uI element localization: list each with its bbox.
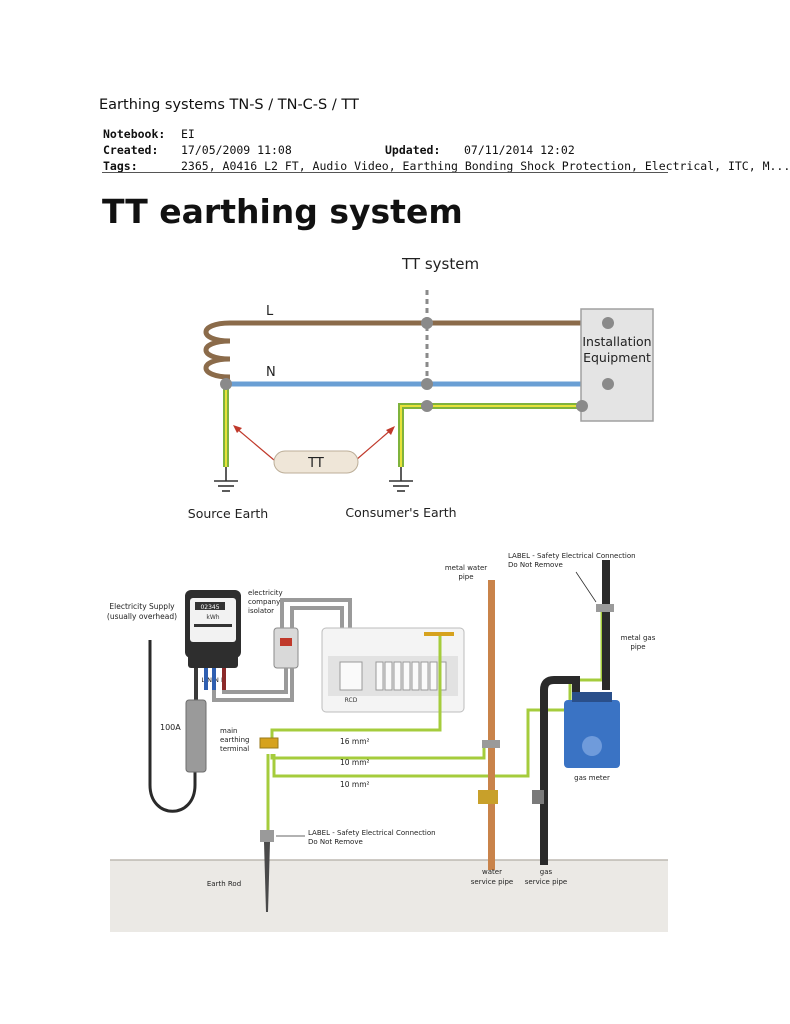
- consumer-earth-label: Consumer's Earth: [345, 505, 456, 520]
- tt-badge: [273, 450, 359, 474]
- gas-service-pipe-shape: [540, 676, 580, 865]
- earth-rod-clamp: [260, 830, 274, 842]
- stopcock: [478, 790, 498, 804]
- earth-bar: [424, 632, 454, 636]
- equipment-label-line1: Installation: [582, 334, 651, 349]
- water-pipe-clamp: [482, 740, 500, 748]
- gas-meter-top: [572, 692, 612, 702]
- document-title: Earthing systems TN-S / TN-C-S / TT: [99, 97, 359, 113]
- arrow-to-source-earth: [235, 427, 275, 461]
- met-label-1: main: [220, 727, 238, 735]
- bonding-conductors: [266, 608, 604, 830]
- tags-label: Tags:: [103, 159, 138, 173]
- installation-equipment-box: [580, 308, 654, 422]
- meta-notebook: Notebook: EI: [103, 127, 195, 141]
- gas-pipe-clamp: [596, 604, 614, 612]
- consumer-earth-conductor-yellow: [400, 405, 582, 467]
- conductor-10a-label: 10 mm²: [340, 758, 370, 767]
- water-service-label-2: service pipe: [471, 878, 513, 886]
- gas-pipe-label-1: metal gas: [621, 634, 656, 642]
- rcd-label: RCD: [345, 697, 358, 704]
- label-top-pointer: [575, 571, 597, 603]
- gas-service-label-2: service pipe: [525, 878, 567, 886]
- rcd-device: [339, 661, 363, 691]
- gas-meter-label: gas meter: [574, 774, 610, 782]
- service-cutout: [185, 699, 207, 773]
- tt-badge-label: TT: [307, 456, 324, 471]
- neutral-label: N: [266, 365, 276, 380]
- water-service-label-1: water: [482, 868, 502, 876]
- page-heading: TT earthing system: [102, 192, 463, 231]
- source-earth-symbol: [214, 467, 238, 492]
- notebook-value[interactable]: EI: [181, 127, 195, 141]
- connection-nodes: [220, 317, 614, 412]
- gas-valve: [532, 790, 544, 804]
- consumer-earth-symbol: [389, 467, 413, 492]
- electricity-supply-label-1: Electricity Supply: [109, 602, 175, 611]
- earth-rod-label: Earth Rod: [207, 880, 241, 888]
- installation-earthing-diagram: Electricity Supply (usually overhead) 02…: [107, 552, 668, 932]
- gas-meter-dial: [582, 736, 602, 756]
- arrow-to-consumer-earth: [355, 428, 393, 461]
- fuse-rating-label: 100A: [160, 723, 181, 732]
- meter-counter: [195, 602, 225, 610]
- equipment-label-line2: Equipment: [583, 350, 651, 365]
- label-bottom-1: LABEL - Safety Electrical Connection: [308, 829, 436, 837]
- electricity-isolator: [273, 627, 299, 669]
- updated-value: 07/11/2014 12:02: [464, 143, 575, 157]
- isolator-label-2: company: [248, 598, 280, 606]
- water-pipe-label-2: pipe: [458, 573, 473, 581]
- water-pipe-label-1: metal water: [445, 564, 487, 572]
- earth-rod: [264, 842, 270, 912]
- metal-gas-pipe: [602, 560, 610, 690]
- meter-dial: [194, 624, 232, 627]
- created-label: Created:: [103, 143, 159, 157]
- line-label: L: [266, 304, 274, 319]
- created-value: 17/05/2009 11:08: [181, 143, 292, 157]
- supply-cable: [148, 640, 197, 813]
- tt-diagram-title: TT system: [401, 255, 479, 273]
- label-bottom-2: Do Not Remove: [308, 838, 363, 846]
- meter-terminal-block: [188, 650, 238, 668]
- gas-pipe-label-2: pipe: [630, 643, 645, 651]
- updated-label: Updated:: [385, 143, 441, 157]
- tt-system-diagram: TT system L N Installation Equipment TT: [188, 255, 654, 521]
- meter-unit: kWh: [206, 614, 219, 621]
- gas-service-label-1: gas: [540, 868, 553, 876]
- source-earth-label: Source Earth: [188, 506, 268, 521]
- meta-created: Created: 17/05/2009 11:08 Updated: 07/11…: [103, 143, 663, 157]
- meter-reading: 02345: [200, 604, 219, 611]
- isolator-label-3: isolator: [248, 607, 274, 615]
- consumer-earth-conductor-green: [398, 403, 582, 467]
- main-earthing-terminal: [259, 737, 279, 749]
- meter-tails: [194, 668, 226, 700]
- isolator-label-1: electricity: [248, 589, 283, 597]
- conductor-10b-label: 10 mm²: [340, 780, 370, 789]
- met-label-2: earthing: [220, 736, 249, 744]
- conductor-16-label: 16 mm²: [340, 737, 370, 746]
- arrowhead-consumer: [386, 426, 395, 435]
- metal-water-pipe: [488, 580, 495, 870]
- transformer-coil: [203, 320, 231, 380]
- electricity-supply-label-2: (usually overhead): [107, 612, 177, 621]
- label-top-1: LABEL - Safety Electrical Connection: [508, 552, 636, 560]
- isolator-switch: [280, 638, 292, 646]
- gas-meter: [564, 700, 620, 768]
- notebook-label: Notebook:: [103, 127, 166, 141]
- ground-area: [110, 860, 668, 932]
- met-label-3: terminal: [220, 745, 249, 753]
- tags-value[interactable]: 2365, A0416 L2 FT, Audio Video, Earthing…: [181, 159, 790, 173]
- arrowhead-source: [233, 425, 242, 433]
- label-top-2: Do Not Remove: [508, 561, 563, 569]
- meta-tags: Tags: 2365, A0416 L2 FT, Audio Video, Ea…: [103, 159, 790, 173]
- meta-divider: [102, 172, 668, 173]
